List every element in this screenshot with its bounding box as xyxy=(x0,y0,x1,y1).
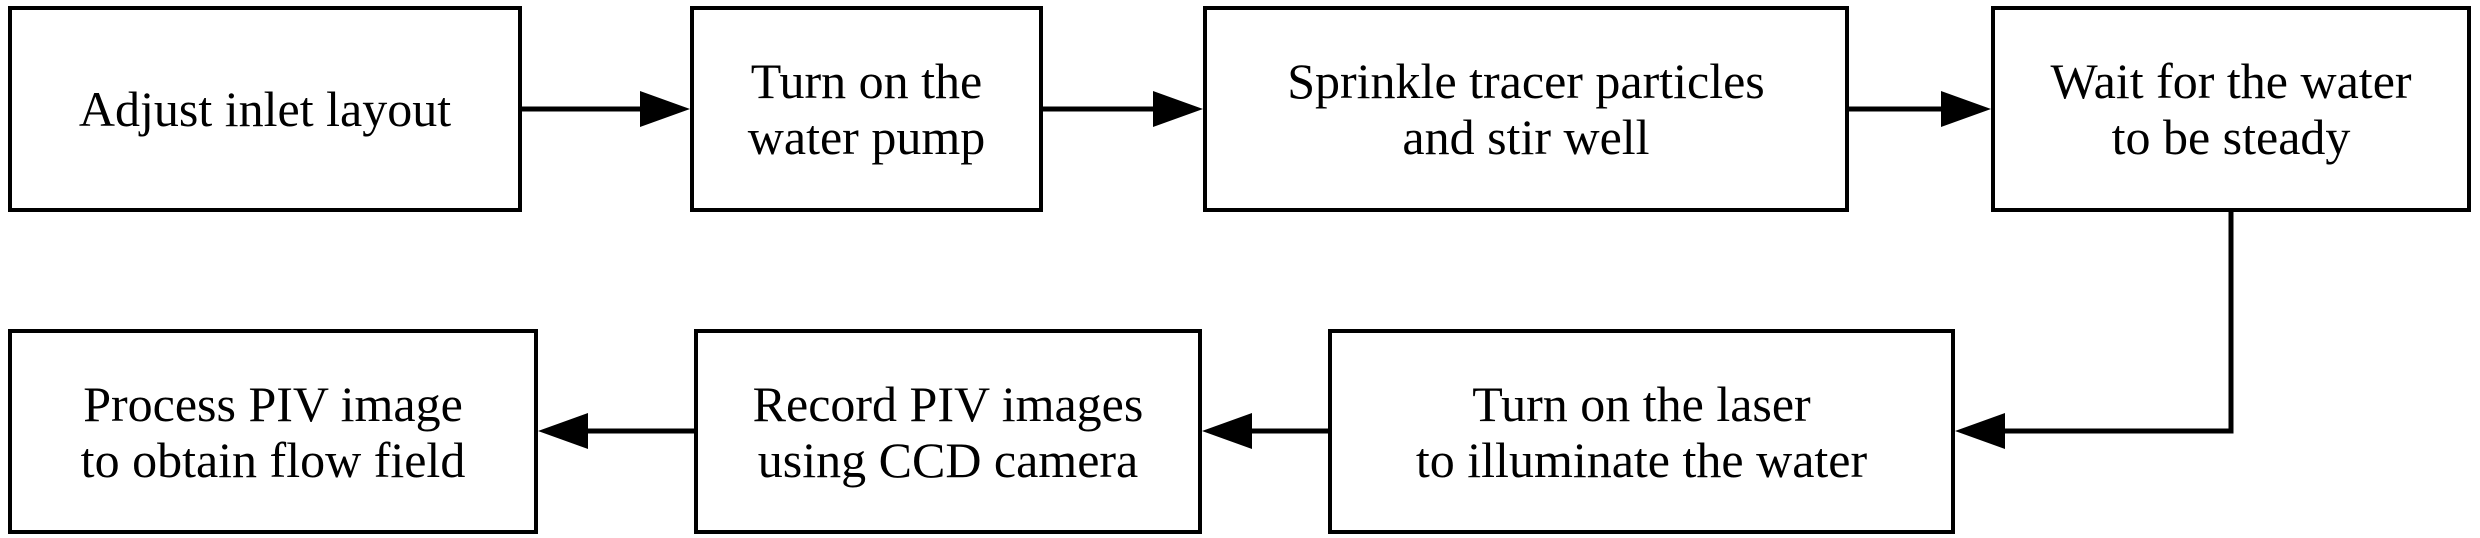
step-wait-for-steady-water: Wait for the water to be steady xyxy=(1991,6,2471,212)
arrow-step-4-to-5 xyxy=(1955,212,2234,449)
step-turn-on-water-pump: Turn on the water pump xyxy=(690,6,1043,212)
arrow-step-2-to-3 xyxy=(1043,91,1203,127)
arrow-step-3-to-4 xyxy=(1849,91,1991,127)
step-record-piv-images: Record PIV images using CCD camera xyxy=(694,329,1202,534)
arrow-step-5-to-6 xyxy=(1202,413,1328,449)
step-adjust-inlet-layout: Adjust inlet layout xyxy=(8,6,522,212)
arrow-step-6-to-7 xyxy=(538,413,694,449)
step-process-piv-image: Process PIV image to obtain flow field xyxy=(8,329,538,534)
arrow-step-1-to-2 xyxy=(522,91,690,127)
step-turn-on-laser: Turn on the laser to illuminate the wate… xyxy=(1328,329,1955,534)
step-sprinkle-tracer-particles: Sprinkle tracer particles and stir well xyxy=(1203,6,1849,212)
